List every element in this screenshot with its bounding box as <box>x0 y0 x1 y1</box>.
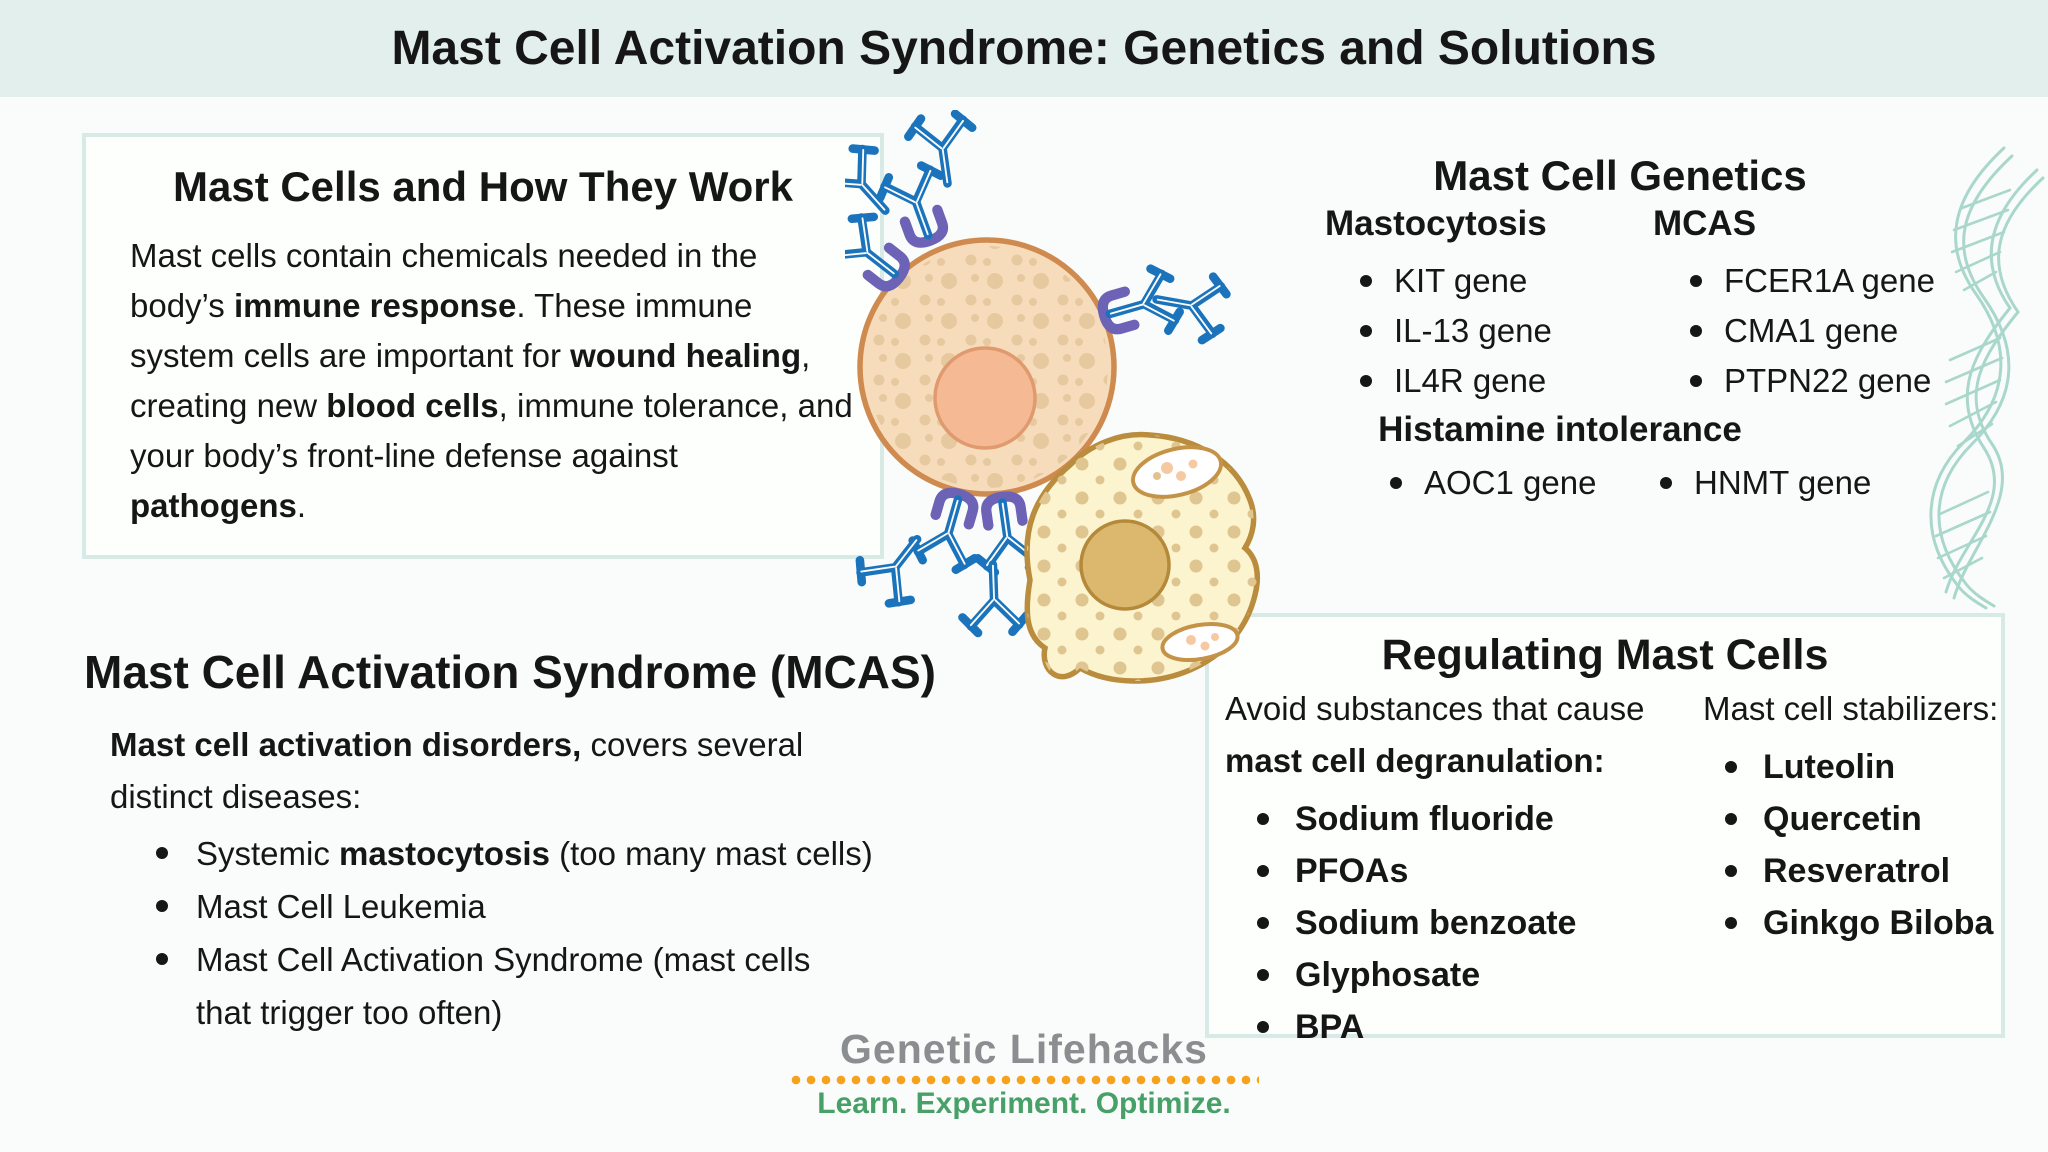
list-item: Sodium benzoate <box>1255 897 1695 949</box>
gene-item: HNMT gene <box>1660 458 1871 508</box>
avoid-intro-line: mast cell degranulation: <box>1225 742 1605 779</box>
intro-line: distinct diseases: <box>110 778 362 815</box>
genetic-lifehacks-logo: Genetic Lifehacks Learn. Experiment. Opt… <box>0 1026 2048 1121</box>
paragraph-line: creating new blood cells, immune toleran… <box>130 387 853 424</box>
mastocytosis-header: Mastocytosis <box>1325 204 1547 243</box>
left-panel-paragraph: Mast cells contain chemicals needed in t… <box>130 231 864 531</box>
regulating-mast-cells-panel: Regulating Mast Cells Avoid substances t… <box>1205 613 2005 1046</box>
list-item: Glyphosate <box>1255 949 1695 1001</box>
avoid-list: Sodium fluoride PFOAs Sodium benzoate Gl… <box>1255 793 1695 1053</box>
paragraph-line: pathogens. <box>130 487 307 524</box>
gene-item: PTPN22 gene <box>1690 356 1935 406</box>
mastocytosis-gene-list: KIT gene IL-13 gene IL4R gene <box>1360 256 1552 406</box>
dna-helix-icon <box>1929 146 2045 610</box>
list-item: Resveratrol <box>1723 845 1993 897</box>
mcas-header: MCAS <box>1653 204 1757 243</box>
mcas-intro: Mast cell activation disorders, covers s… <box>110 719 1004 823</box>
paragraph-line: body’s immune response. These immune <box>130 287 753 324</box>
list-item: PFOAs <box>1255 845 1695 897</box>
gene-item: IL-13 gene <box>1360 306 1552 356</box>
logo-dotted-divider <box>789 1074 1259 1086</box>
paragraph-line: system cells are important for wound hea… <box>130 337 811 374</box>
regulating-title: Regulating Mast Cells <box>1381 631 1829 679</box>
mcas-gene-list: FCER1A gene CMA1 gene PTPN22 gene <box>1690 256 1935 406</box>
list-item: BPA <box>1255 1001 1695 1053</box>
list-item: Mast Cell Leukemia <box>150 880 1004 933</box>
paragraph-line: Mast cells contain chemicals needed in t… <box>130 237 758 274</box>
genetics-title: Mast Cell Genetics <box>1433 152 1807 199</box>
list-item: Mast Cell Activation Syndrome (mast cell… <box>150 933 1004 1039</box>
mcas-title: Mast Cell Activation Syndrome (MCAS) <box>84 646 936 698</box>
gene-item: KIT gene <box>1360 256 1552 306</box>
mast-cells-how-they-work-panel: Mast Cells and How They Work Mast cells … <box>82 133 884 559</box>
mast-cell-genetics-section: Mast Cell Genetics Mastocytosis MCAS KIT… <box>1290 152 1970 522</box>
list-item: Sodium fluoride <box>1255 793 1695 845</box>
gene-item: AOC1 gene <box>1390 458 1596 508</box>
logo-name: Genetic Lifehacks <box>840 1026 1208 1072</box>
gene-item: IL4R gene <box>1360 356 1552 406</box>
stabilizers-list: Luteolin Quercetin Resveratrol Ginkgo Bi… <box>1723 741 1993 949</box>
left-panel-title: Mast Cells and How They Work <box>172 163 793 210</box>
mast-cells-illustration <box>845 110 1260 684</box>
list-item: Luteolin <box>1723 741 1993 793</box>
gene-item: CMA1 gene <box>1690 306 1935 356</box>
list-item: Systemic mastocytosis (too many mast cel… <box>150 827 1004 880</box>
avoid-intro-line: Avoid substances that cause <box>1225 690 1645 727</box>
page-title: Mast Cell Activation Syndrome: Genetics … <box>391 22 1657 75</box>
gene-item: FCER1A gene <box>1690 256 1935 306</box>
avoid-column: Avoid substances that cause mast cell de… <box>1225 683 1695 1053</box>
mcas-section: Mast Cell Activation Syndrome (MCAS) Mas… <box>84 645 1004 1039</box>
logo-tagline: Learn. Experiment. Optimize. <box>817 1087 1231 1120</box>
stabilizers-column: Mast cell stabilizers: Luteolin Querceti… <box>1703 683 1999 949</box>
histamine-intolerance-header: Histamine intolerance <box>1378 410 1742 449</box>
list-item: Quercetin <box>1723 793 1993 845</box>
paragraph-line: your body’s front-line defense against <box>130 437 678 474</box>
title-banner: Mast Cell Activation Syndrome: Genetics … <box>0 0 2048 97</box>
intro-line: Mast cell activation disorders, covers s… <box>110 726 804 763</box>
stabilizers-label: Mast cell stabilizers: <box>1703 690 1999 727</box>
list-item: Ginkgo Biloba <box>1723 897 1993 949</box>
mcas-disease-list: Systemic mastocytosis (too many mast cel… <box>150 827 1004 1039</box>
